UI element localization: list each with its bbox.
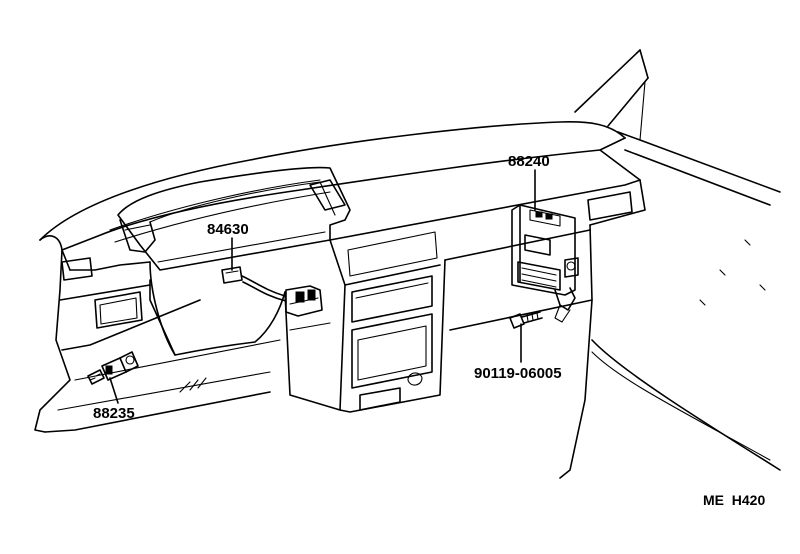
glovebox-area: [444, 191, 781, 479]
switch-84630-part: [221, 266, 323, 317]
steering-column-opening: [149, 261, 286, 356]
instrument-cluster-hood: [117, 166, 351, 271]
bolt-90119-part: [509, 311, 543, 329]
figure-code: ME H420: [703, 492, 765, 508]
dashboard-face: [34, 149, 646, 433]
relay-88240-part: [511, 204, 579, 323]
sensor-88235-part: [87, 351, 139, 385]
leader-lines: [109, 169, 536, 404]
dashboard-top: [39, 121, 626, 271]
left-vents: [61, 257, 143, 329]
center-console: [284, 231, 446, 413]
callout-88240: 88240: [508, 153, 550, 170]
windshield-frame: [574, 49, 781, 206]
callout-90119-06005: 90119-06005: [474, 365, 562, 382]
callout-88235: 88235: [93, 405, 135, 422]
callout-84630: 84630: [207, 221, 249, 238]
